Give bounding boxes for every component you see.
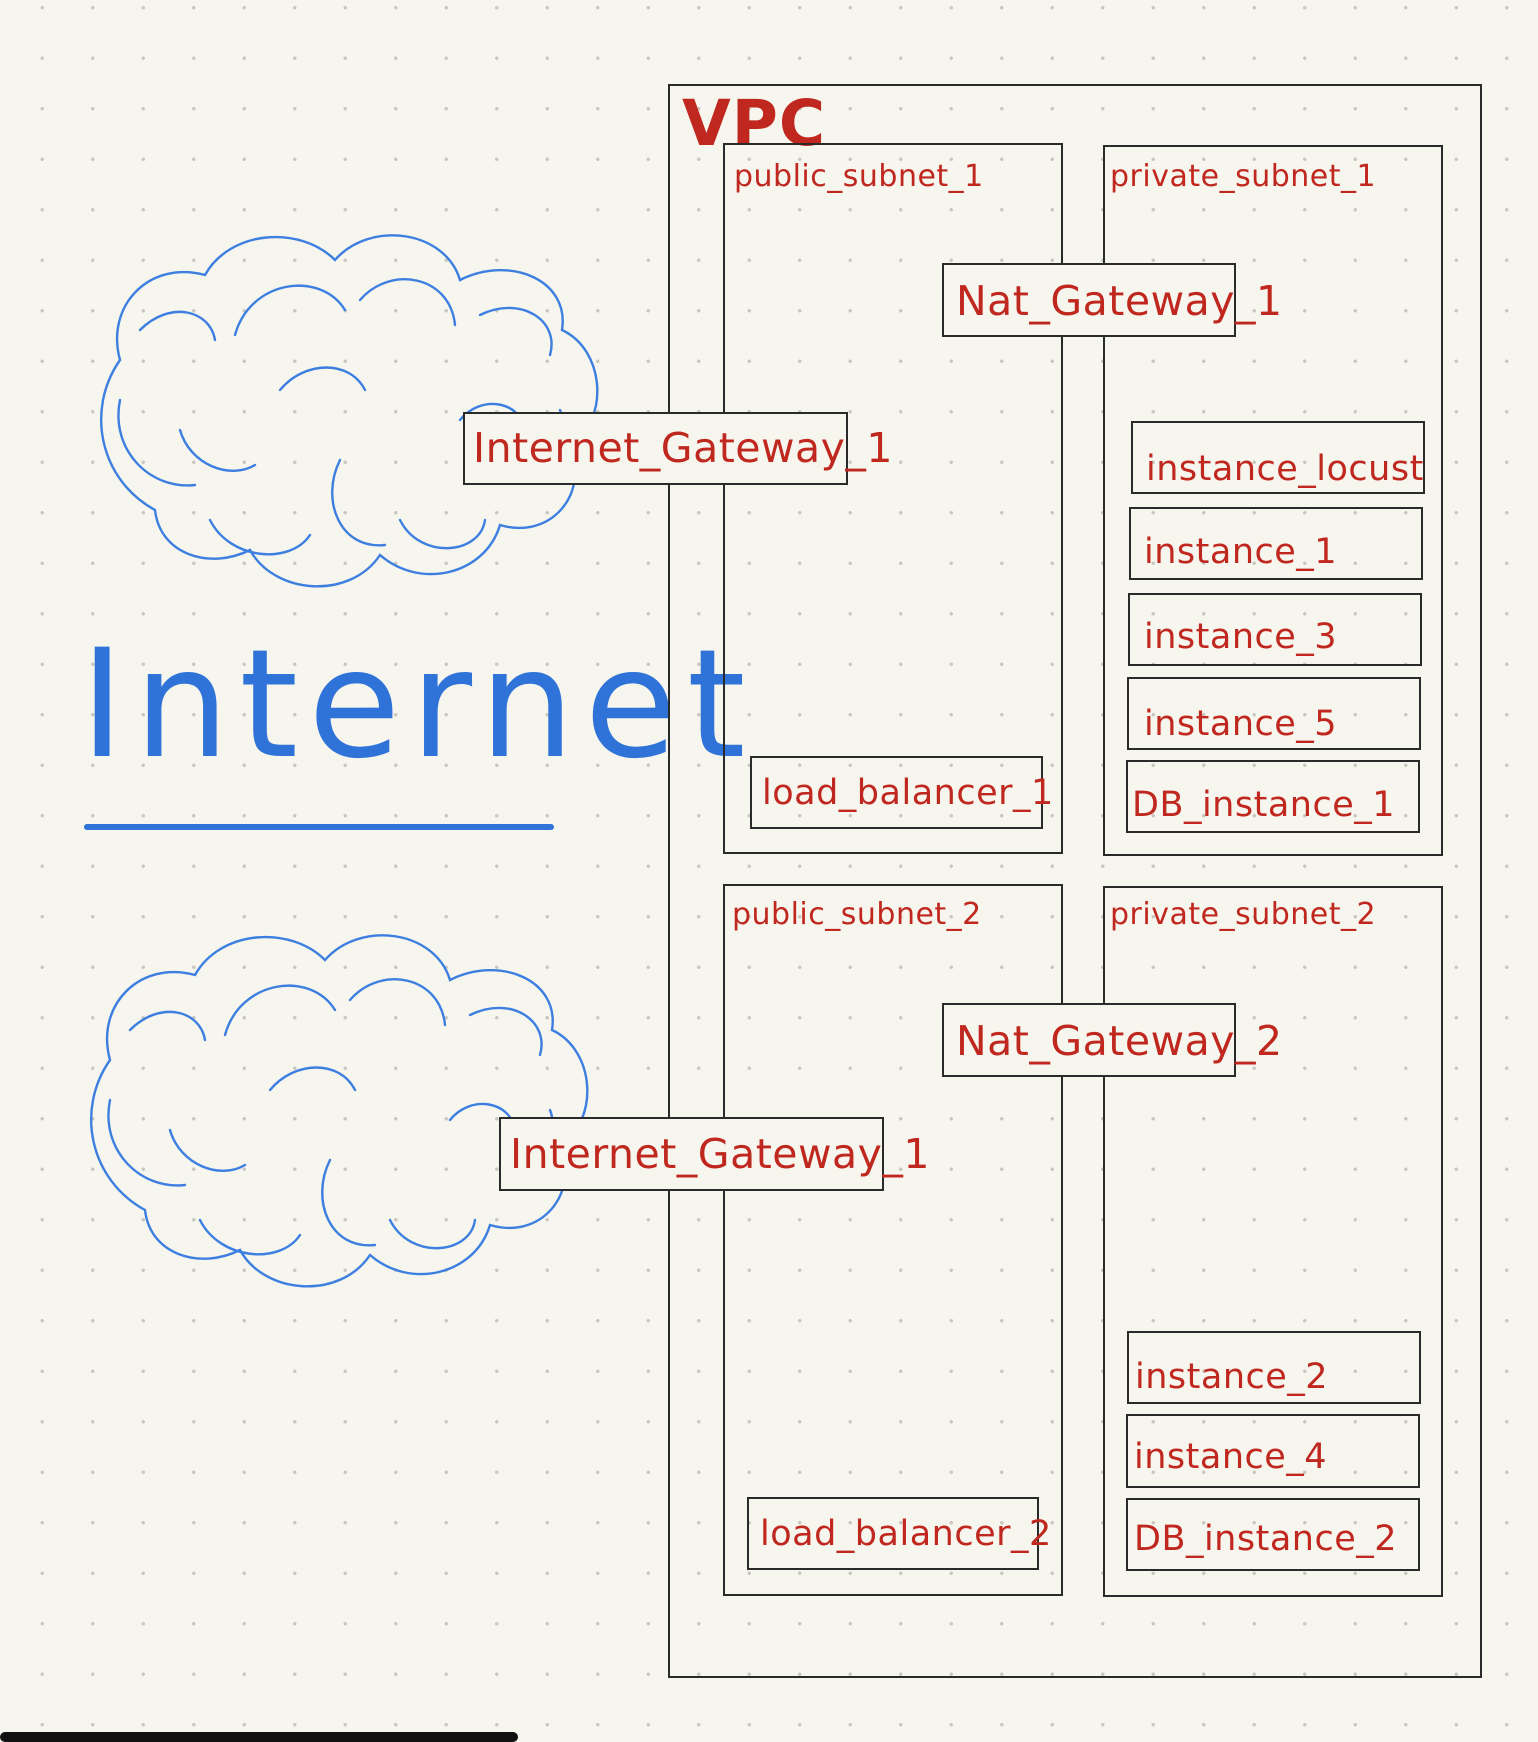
private-subnet-2 [1103, 886, 1443, 1597]
public-subnet-2-label: public_subnet_2 [732, 897, 982, 932]
instance-label: instance_5 [1144, 704, 1338, 744]
internet-gateway-top-box [463, 412, 848, 485]
internet-label: Internet [80, 618, 756, 792]
nat-gateway-1-label: Nat_Gateway_1 [956, 277, 1283, 325]
instance-label: instance_2 [1135, 1357, 1329, 1397]
instance-label: instance_4 [1134, 1437, 1328, 1477]
home-indicator [0, 1732, 518, 1742]
instance-box [1127, 1331, 1421, 1404]
load-balancer-1-box [750, 756, 1043, 829]
instance-box [1128, 593, 1422, 666]
internet-gateway-bottom-label: Internet_Gateway_1 [510, 1130, 931, 1178]
vpc-box [668, 84, 1482, 1678]
nat-gateway-2-label: Nat_Gateway_2 [956, 1017, 1283, 1065]
private-subnet-2-label: private_subnet_2 [1110, 897, 1377, 932]
instance-label: instance_3 [1144, 617, 1338, 657]
private-subnet-1 [1103, 145, 1443, 856]
load-balancer-2-box [747, 1497, 1039, 1570]
private-subnet-1-label: private_subnet_1 [1110, 159, 1377, 194]
load-balancer-1-label: load_balancer_1 [762, 773, 1054, 813]
load-balancer-2-label: load_balancer_2 [760, 1514, 1052, 1554]
instance-label: instance_1 [1144, 532, 1338, 572]
public-subnet-1 [723, 143, 1063, 854]
internet-underline [84, 824, 554, 830]
instance-box [1131, 421, 1425, 494]
nat-gateway-2-box [942, 1003, 1236, 1077]
internet-gateway-top-label: Internet_Gateway_1 [473, 424, 894, 472]
nat-gateway-1-box [942, 263, 1236, 337]
db-instance-label: DB_instance_2 [1134, 1519, 1398, 1559]
public-subnet-2 [723, 884, 1063, 1596]
public-subnet-1-label: public_subnet_1 [734, 159, 984, 194]
db-instance-box [1126, 760, 1420, 833]
instance-box [1127, 677, 1421, 750]
instance-label: instance_locust [1146, 449, 1424, 489]
internet-gateway-bottom-box [499, 1117, 884, 1191]
instance-box [1126, 1414, 1420, 1488]
instance-box [1129, 507, 1423, 580]
db-instance-box [1126, 1498, 1420, 1571]
db-instance-label: DB_instance_1 [1132, 785, 1396, 825]
